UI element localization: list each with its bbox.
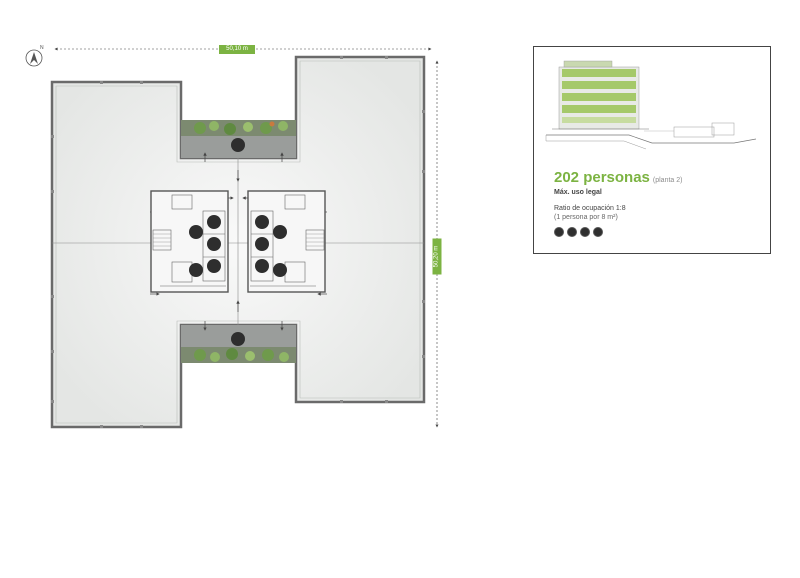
- toilet-icon: [189, 263, 203, 277]
- core-left: [150, 190, 229, 293]
- occupancy-ratio-note: (1 persona por 8 m²): [554, 214, 618, 221]
- legal-use-label: Máx. uso legal: [554, 189, 602, 196]
- lift-icon: [207, 215, 221, 229]
- capacity-note: (planta 2): [652, 177, 683, 184]
- facade-mullions: [51, 56, 425, 428]
- toilet-icon: [567, 227, 577, 237]
- height-dimension-label: 50,20 m: [432, 238, 442, 275]
- stairs-icon: [580, 227, 590, 237]
- lift-icon: [255, 259, 269, 273]
- amenity-icons: [554, 227, 603, 237]
- terrace-icon: [231, 138, 245, 152]
- core-right: [247, 190, 326, 293]
- terrace-bottom: [181, 325, 296, 363]
- building-elevation: [545, 60, 757, 150]
- lift-icon: [207, 237, 221, 251]
- lift-icon: [554, 227, 564, 237]
- terrace-top: [181, 120, 296, 158]
- capacity-value: 202 personas: [554, 169, 650, 186]
- floor-slab: [50, 55, 426, 429]
- occupancy-ratio-title: Ratio de ocupación 1:8: [554, 205, 626, 212]
- north-label: N: [40, 45, 44, 51]
- terrace-icon: [231, 332, 245, 346]
- north-arrow-icon: N: [25, 45, 44, 67]
- width-dimension-label: 50,10 m: [219, 45, 255, 54]
- lift-icon: [207, 259, 221, 273]
- stairs-icon: [273, 225, 287, 239]
- lift-icon: [255, 215, 269, 229]
- car-icon: [593, 227, 603, 237]
- info-card: 202 personas(planta 2) Máx. uso legal Ra…: [533, 46, 771, 254]
- toilet-icon: [273, 263, 287, 277]
- lift-icon: [255, 237, 269, 251]
- stairs-icon: [189, 225, 203, 239]
